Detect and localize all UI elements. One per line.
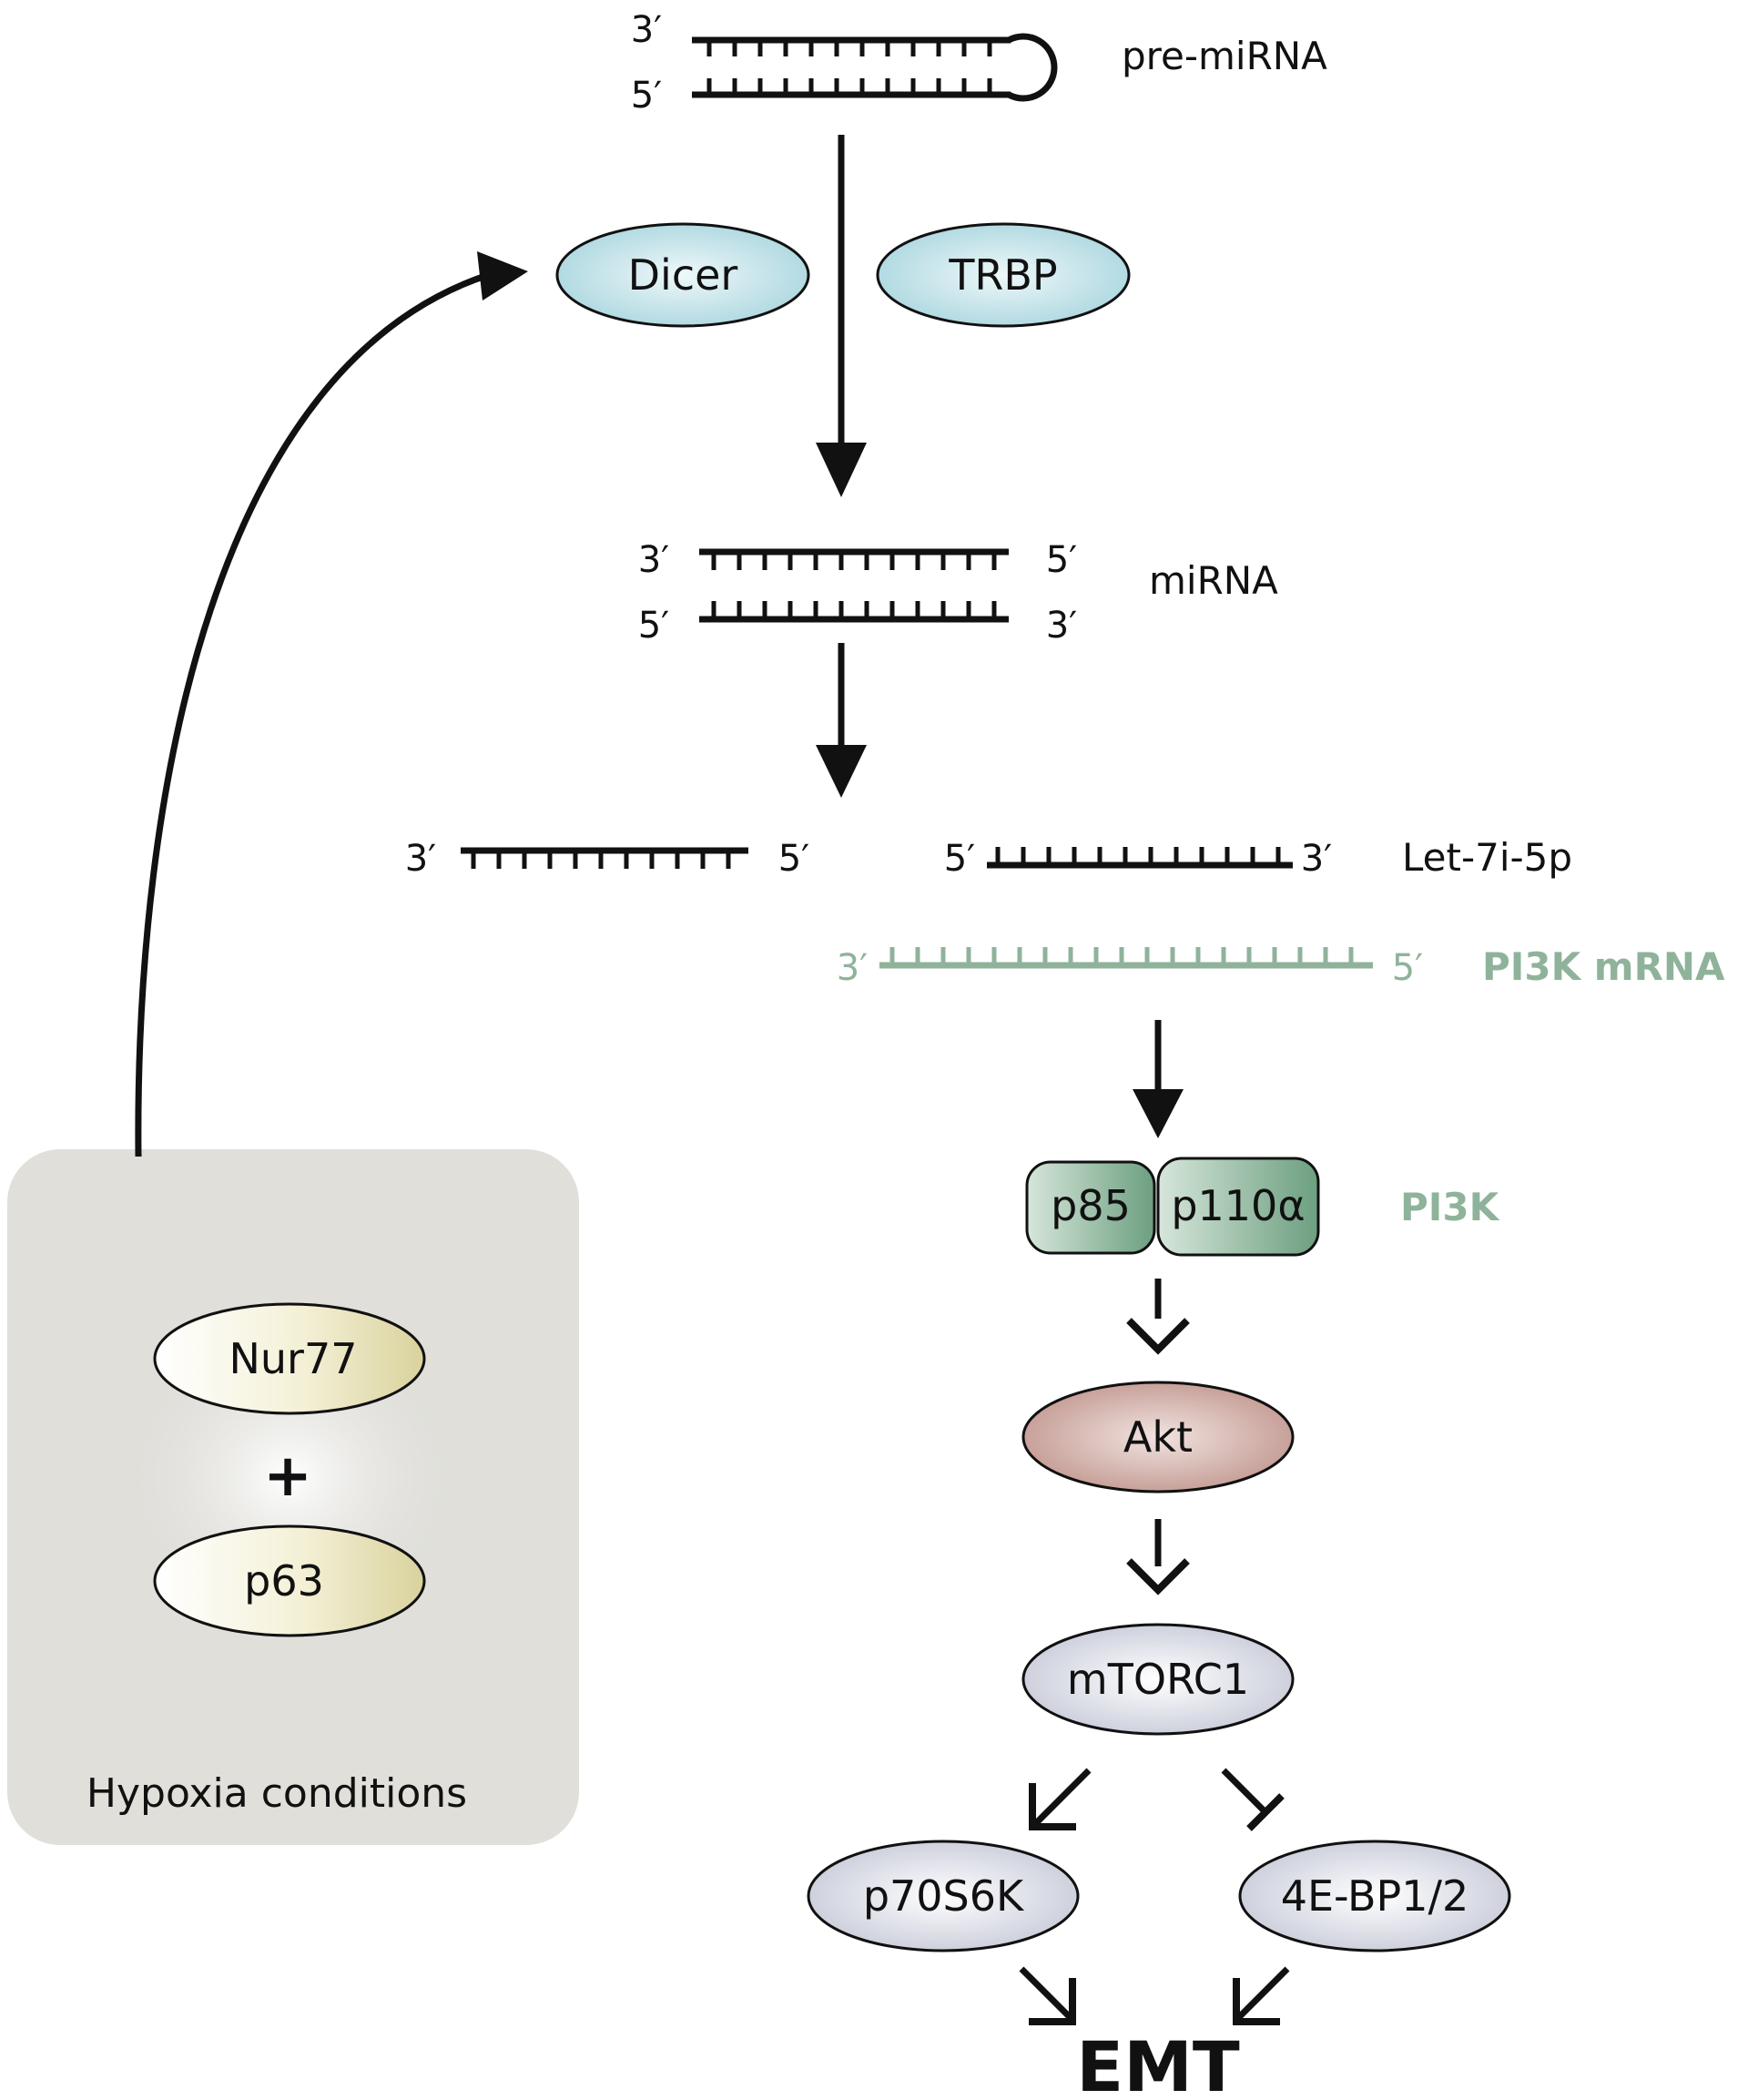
arrow-to-strands — [816, 643, 867, 798]
mirna-label: miRNA — [1149, 558, 1278, 603]
plus-sign: + — [263, 1442, 312, 1510]
arrow-to-mirna — [816, 135, 867, 497]
mtorc1-node — [1021, 1623, 1295, 1736]
mirna-duplex — [699, 548, 1009, 623]
arrow-to-akt — [1126, 1279, 1190, 1355]
mtorc1-label: mTORC1 — [1067, 1655, 1249, 1704]
dicer-node — [555, 222, 810, 328]
nur77-node — [153, 1302, 426, 1415]
hypoxia-label: Hypoxia conditions — [86, 1770, 467, 1817]
trbp-label: TRBP — [948, 250, 1057, 300]
p110-label: p110α — [1171, 1181, 1305, 1230]
nur77-label: Nur77 — [229, 1334, 357, 1383]
akt-label: Akt — [1123, 1412, 1193, 1462]
pre-mirna-3-end: 3′ — [631, 9, 663, 51]
p63-label: p63 — [244, 1556, 324, 1606]
pi3k-mrna-label: PI3K mRNA — [1482, 944, 1725, 989]
arrow-to-pi3k — [1133, 1020, 1184, 1138]
pre-mirna-hairpin — [692, 33, 1058, 102]
arrow-to-mtorc1 — [1126, 1519, 1190, 1595]
mirna-right-bottom-end: 3′ — [1046, 605, 1078, 647]
4ebp-node — [1238, 1840, 1511, 1952]
dicer-label: Dicer — [628, 250, 738, 300]
akt-node — [1021, 1381, 1295, 1493]
mirna-left-top-end: 3′ — [638, 539, 670, 581]
passenger-5-end: 5′ — [778, 838, 810, 880]
p110-node — [1156, 1157, 1320, 1257]
arrow-p70s6k-to-emt — [1019, 1966, 1076, 2025]
pi3k-mrna-5-end: 5′ — [1392, 947, 1424, 989]
p63-node — [153, 1524, 426, 1637]
let7i-3-end: 3′ — [1301, 838, 1333, 880]
arrow-4ebp-to-emt — [1233, 1966, 1290, 2025]
pi3k-label: PI3K — [1400, 1185, 1500, 1229]
let7i-strand — [987, 847, 1293, 869]
let7i-5-end: 5′ — [944, 838, 976, 880]
mirna-left-bottom-end: 5′ — [638, 605, 670, 647]
passenger-strand — [461, 847, 748, 869]
emt-label: EMT — [1076, 2026, 1240, 2100]
p85-label: p85 — [1051, 1181, 1131, 1230]
p85-node — [1025, 1160, 1156, 1255]
pre-mirna-label: pre-miRNA — [1122, 34, 1327, 78]
pi3k-mrna-strand — [879, 947, 1373, 969]
trbp-node — [876, 222, 1131, 328]
arrow-to-p70s6k — [1029, 1768, 1092, 1830]
pi3k-mrna-3-end: 3′ — [837, 947, 869, 989]
let7i-label: Let-7i-5p — [1402, 835, 1572, 880]
mirna-right-top-end: 5′ — [1046, 539, 1078, 581]
p70s6k-label: p70S6K — [863, 1871, 1025, 1921]
passenger-3-end: 3′ — [405, 838, 437, 880]
inhibition-to-4ebp — [1221, 1768, 1285, 1831]
4ebp-label: 4E-BP1/2 — [1281, 1871, 1469, 1921]
p70s6k-node — [807, 1840, 1080, 1952]
hypoxia-to-dicer-arrow — [135, 251, 528, 1157]
pre-mirna-5-end: 5′ — [631, 75, 663, 117]
